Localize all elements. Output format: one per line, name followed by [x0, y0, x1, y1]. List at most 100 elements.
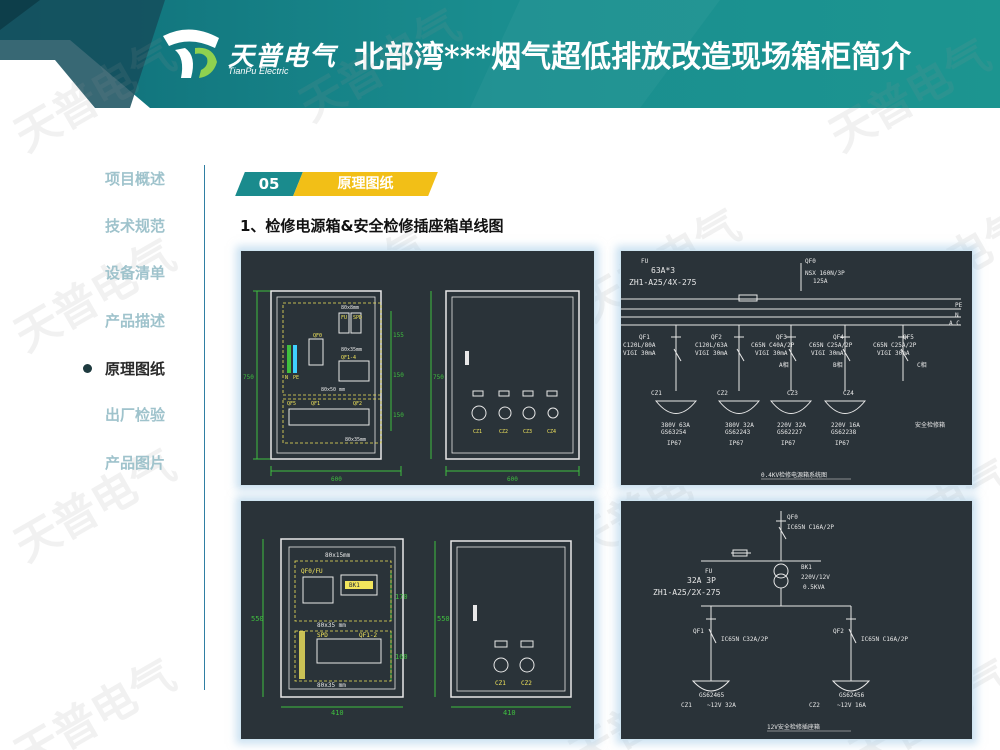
socket-model: GS63254 [661, 429, 687, 436]
breaker-spec: C65N C40A/2P [751, 342, 795, 349]
socket-model: GS62238 [831, 429, 857, 436]
socket-ip: IP67 [667, 440, 682, 447]
dim-text: 80x35mm [341, 347, 362, 353]
breaker-name: QF4 [833, 334, 844, 341]
nav-item-technical-spec[interactable]: 技术规范 [105, 217, 166, 235]
socket-rating: ~12V 16A [837, 702, 866, 709]
phase-label: A相 [779, 361, 789, 369]
dim-height: 750 [433, 374, 444, 381]
breaker-vigi: VIGI 30mA [811, 350, 844, 357]
active-indicator-dot [83, 364, 92, 373]
company-logo [155, 28, 330, 80]
component-label: QF1 [311, 401, 320, 407]
section-number-badge: 05 [235, 172, 303, 196]
watermark: 天普电气 [6, 229, 185, 362]
socket-rating: 220V 32A [777, 422, 806, 429]
socket-ip: IP67 [835, 440, 850, 447]
breaker-vigi: VIGI 30mA [695, 350, 728, 357]
drawing-panel-single-line-1[interactable]: FU 63A*3 ZH1-A25/4X-275 QF0 NSX 160N/3P … [620, 250, 973, 486]
socket-rating: 380V 63A [661, 422, 690, 429]
socket-name: CZ4 [843, 390, 854, 397]
cad-text: 63A*3 [651, 266, 675, 275]
phase-label: B相 [833, 361, 843, 369]
watermark: 天普电气 [6, 649, 185, 750]
nav-divider [204, 165, 205, 690]
nav-item-product-photos[interactable]: 产品图片 [105, 454, 166, 472]
cad-text: ZH1-A25/2X-275 [653, 588, 721, 597]
component-label: PE [293, 375, 299, 381]
cad-text: ZH1-A25/4X-275 [629, 278, 697, 287]
cad-text: 32A 3P [687, 576, 716, 585]
breaker-name: QF1 [639, 334, 650, 341]
nav-item-product-description[interactable]: 产品描述 [105, 312, 166, 330]
drawing-panel-box-layout-1[interactable]: 80x8mm 80x35mm 80x50 mm 80x35mm FU SPD Q… [240, 250, 595, 486]
cad-text: BK1 [801, 564, 812, 571]
dim-text: 80x35 mm [317, 682, 346, 689]
socket-label: CZ1 [495, 680, 506, 687]
dim-height: 150 [393, 412, 404, 419]
breaker-name: QF2 [833, 628, 844, 635]
cad-text: 0.5KVA [803, 584, 825, 591]
socket-label: CZ2 [521, 680, 532, 687]
socket-model: GS62465 [699, 692, 725, 699]
logo-text-en: TianPu Electric [228, 66, 289, 76]
socket-label: CZ2 [499, 429, 508, 435]
header-background [0, 0, 1000, 108]
nav-item-equipment-list[interactable]: 设备清单 [105, 264, 166, 282]
breaker-spec: C65N C25A/2P [873, 342, 917, 349]
cad-text: IC65N C16A/2P [787, 524, 834, 531]
dim-height: 750 [243, 374, 254, 381]
component-label: QF0 [313, 333, 322, 339]
cad-text: FU [705, 568, 713, 575]
socket-model: GS62456 [839, 692, 865, 699]
drawing-panel-single-line-2[interactable]: QF0 IC65N C16A/2P FU 32A 3P ZH1-A25/2X-2… [620, 500, 973, 740]
component-label: QF0/FU [301, 568, 323, 575]
nav-item-project-overview[interactable]: 项目概述 [105, 170, 166, 188]
drawing-caption: 12V安全检修插座箱 [767, 723, 820, 731]
dim-height: 550 [437, 615, 450, 623]
nav-item-label: 原理图纸 [105, 360, 166, 378]
section-number: 05 [258, 175, 280, 193]
dim-width: 410 [331, 709, 344, 717]
breaker-spec: IC65N C16A/2P [861, 636, 908, 643]
drawing-caption: 0.4KV检修电源箱系统图 [761, 471, 827, 479]
dim-height: 150 [393, 372, 404, 379]
socket-label: CZ4 [547, 429, 556, 435]
nav-item-factory-inspection[interactable]: 出厂检验 [105, 406, 166, 424]
cad-text: QF0 [805, 258, 816, 265]
breaker-spec: IC65N C32A/2P [721, 636, 768, 643]
dim-text: 80x50 mm [321, 387, 345, 393]
logo-emblem-icon [163, 29, 219, 78]
socket-label: CZ3 [523, 429, 532, 435]
side-label: 安全检修箱 [915, 421, 945, 429]
breaker-name: QF5 [903, 334, 914, 341]
cad-text: QF0 [787, 514, 798, 521]
logo-text-cn: 天普电气 [228, 42, 337, 72]
cad-text: 220V/12V [801, 574, 830, 581]
socket-name: CZ2 [809, 702, 820, 709]
component-label: SPD [317, 632, 328, 639]
cad-text: NSX 160N/3P [805, 270, 845, 277]
dim-text: 80x35 mm [317, 622, 346, 629]
cad-drawing: 80x8mm 80x35mm 80x50 mm 80x35mm FU SPD Q… [243, 290, 580, 483]
socket-ip: IP67 [781, 440, 796, 447]
component-label: QF2 [353, 401, 362, 407]
cad-drawing: QF0 IC65N C16A/2P FU 32A 3P ZH1-A25/2X-2… [653, 511, 908, 732]
component-label: FU [341, 315, 347, 321]
section-heading: 1、检修电源箱&安全检修插座箱单线图 [240, 217, 504, 235]
nav-item-schematics[interactable]: 原理图纸 [83, 358, 166, 379]
dim-text: 80x15mm [325, 552, 351, 559]
phase-label: C相 [917, 361, 927, 369]
drawing-panel-box-layout-2[interactable]: 80x15mm 80x35 mm 80x35 mm QF0/FU SPD QF1… [240, 500, 595, 740]
component-label: QF1-4 [341, 355, 356, 361]
socket-name: CZ2 [717, 390, 728, 397]
socket-name: CZ1 [681, 702, 692, 709]
socket-model: GS62227 [777, 429, 803, 436]
dim-width: 410 [503, 709, 516, 717]
socket-rating: 380V 32A [725, 422, 754, 429]
dim-text: 80x8mm [341, 305, 359, 311]
component-label: N [285, 375, 288, 381]
breaker-spec: C120L/63A [695, 342, 728, 349]
dim-height: 155 [393, 332, 404, 339]
socket-ip: IP67 [729, 440, 744, 447]
